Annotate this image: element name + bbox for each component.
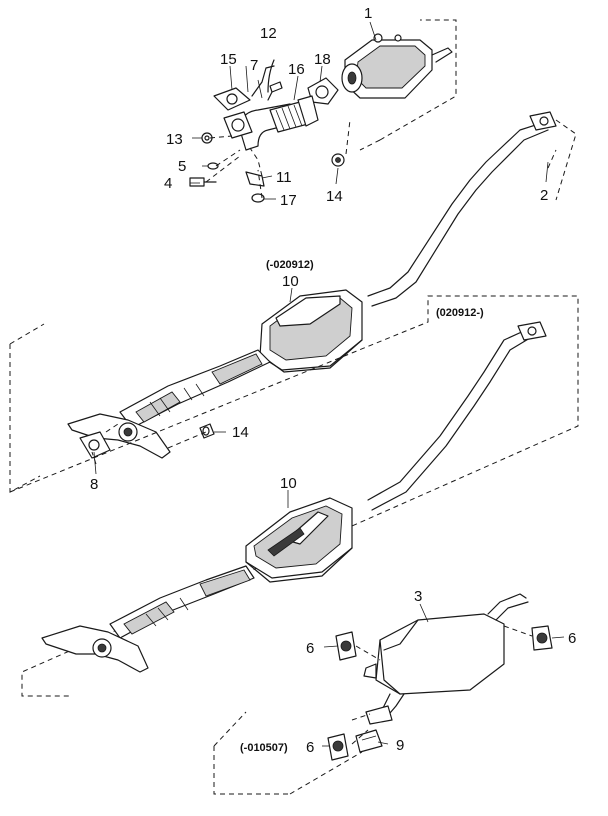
callout-10-upper: 10 [282,273,299,290]
callout-14-upper: 14 [326,188,343,205]
upper-center-pipe [67,111,557,459]
callout-1: 1 [364,5,372,22]
hardware-nuts-bolts [189,132,345,203]
muffler-bracket-gasket [355,729,383,753]
manifold-gasket [213,87,251,111]
note-lower-converter: (020912-) [436,307,484,319]
callout-6-right: 6 [568,630,576,647]
converter-flange-gasket [79,431,111,459]
callout-18: 18 [314,51,331,68]
o2-sensor-clip [267,59,275,93]
leader-lines [93,21,565,747]
callout-13: 13 [166,131,183,148]
callout-15: 15 [220,51,237,68]
front-flex-pipe [239,95,319,151]
callout-11: 11 [276,169,292,186]
callout-3: 3 [414,588,422,605]
callout-5: 5 [178,158,186,175]
muffler-hangers [327,625,553,761]
callout-12: 12 [260,25,277,42]
callout-10-lower: 10 [280,475,297,492]
callout-4: 4 [164,175,172,192]
oxygen-sensor-lead [251,65,283,101]
upper-nut [199,423,215,439]
callout-8: 8 [90,476,98,493]
note-upper-converter: (-020912) [266,259,314,271]
callout-2: 2 [540,187,548,204]
callout-9: 9 [396,737,404,754]
lower-center-pipe [41,321,547,673]
callout-6-bottom: 6 [306,739,314,756]
callout-6-left: 6 [306,640,314,657]
callout-16: 16 [288,61,305,78]
note-muffler-hanger: (-010507) [240,742,288,754]
callout-7: 7 [250,57,258,74]
rear-muffler [363,593,529,725]
front-catalytic-converter [341,33,453,99]
callout-14-lower: 14 [232,424,249,441]
callout-17: 17 [280,192,297,209]
front-pipe-flange [223,111,253,139]
